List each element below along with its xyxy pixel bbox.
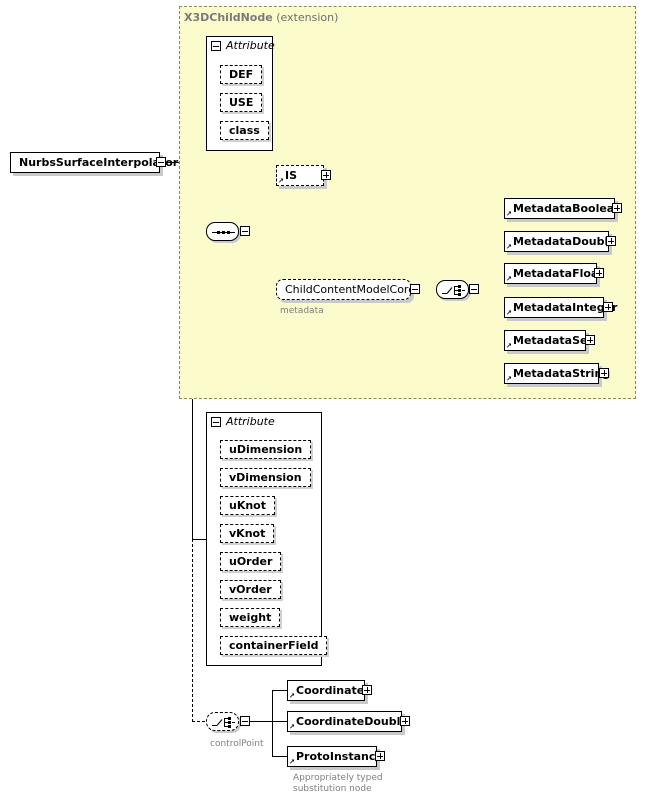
extension-label: X3DChildNode (extension) [184,11,338,24]
choice-label: Coordinate [296,684,365,697]
attribute-item[interactable]: weight [220,608,281,627]
attribute-item[interactable]: DEF [220,65,263,84]
collapse-icon[interactable] [211,41,221,51]
metadata-set-element[interactable]: MetadataSet↗ [504,330,593,351]
collapse-icon[interactable] [156,157,166,167]
attribute-item[interactable]: vOrder [220,580,281,599]
extension-name: X3DChildNode [184,11,273,24]
attribute-group-title: Attribute [226,39,275,52]
choice-label: CoordinateDouble [296,715,408,728]
sequence-icon [212,231,235,234]
child-content-model-core[interactable]: ChildContentModelCore [276,279,415,300]
coordinate-double-element[interactable]: CoordinateDouble↗ [287,711,408,732]
collapse-icon[interactable] [240,226,250,236]
collapse-icon[interactable] [211,417,221,427]
metadata-label: MetadataSet [513,334,593,347]
expand-icon[interactable] [375,751,385,761]
metadata-label: MetadataString [513,367,611,380]
expand-icon[interactable] [400,716,410,726]
expand-icon[interactable] [362,685,372,695]
attribute-item[interactable]: vDimension [220,468,311,487]
expand-icon[interactable] [585,335,595,345]
sequence-compositor[interactable] [206,222,239,241]
metadata-double-element[interactable]: MetadataDouble↗ [504,231,616,252]
choice-icon [442,285,465,296]
attribute-item[interactable]: class [220,121,269,140]
collapse-icon[interactable] [240,716,250,726]
attribute-item[interactable]: uOrder [220,552,282,571]
metadata-integer-element[interactable]: MetadataInteger↗ [504,297,617,318]
expand-icon[interactable] [321,170,331,180]
is-label: IS [285,169,298,182]
choice-label: ProtoInstance [296,750,383,763]
coordinate-element[interactable]: Coordinate↗ [287,680,365,701]
collapse-icon[interactable] [469,284,479,294]
substitution-note-line-2: substitution node [293,784,372,794]
root-label: NurbsSurfaceInterpolator [19,156,179,169]
proto-instance-element[interactable]: ProtoInstance↗ [287,746,383,767]
metadata-label: MetadataInteger [513,301,618,314]
attribute-item[interactable]: uKnot [220,496,276,515]
expand-icon[interactable] [594,268,604,278]
child-content-label: ChildContentModelCore [285,283,415,296]
metadata-string-element[interactable]: MetadataString↗ [504,363,610,384]
expand-icon[interactable] [612,203,622,213]
control-point-choice[interactable] [206,712,239,731]
metadata-boolean-element[interactable]: MetadataBoolean↗ [504,198,622,219]
choice-compositor[interactable] [436,280,469,299]
attribute-item[interactable]: uDimension [220,440,312,459]
expand-icon[interactable] [603,302,613,312]
attribute-item[interactable]: vKnot [220,524,275,543]
attribute-item[interactable]: containerField [220,636,328,655]
choice-icon [212,717,235,728]
metadata-float-element[interactable]: MetadataFloat↗ [504,263,604,284]
attribute-item[interactable]: USE [220,93,263,112]
attribute-group-title: Attribute [226,415,275,428]
extension-suffix: (extension) [276,11,339,24]
expand-icon[interactable] [606,236,616,246]
is-element[interactable]: IS↗ [276,165,324,186]
metadata-label: MetadataFloat [513,267,604,280]
substitution-note-line-1: Appropriately typed [293,773,383,783]
metadata-label: MetadataDouble [513,235,616,248]
expand-icon[interactable] [599,368,609,378]
metadata-label: MetadataBoolean [513,202,623,215]
control-point-caption: controlPoint [210,739,264,749]
child-content-caption: metadata [280,306,324,316]
root-element[interactable]: NurbsSurfaceInterpolator [10,152,178,173]
collapse-icon[interactable] [410,284,420,294]
